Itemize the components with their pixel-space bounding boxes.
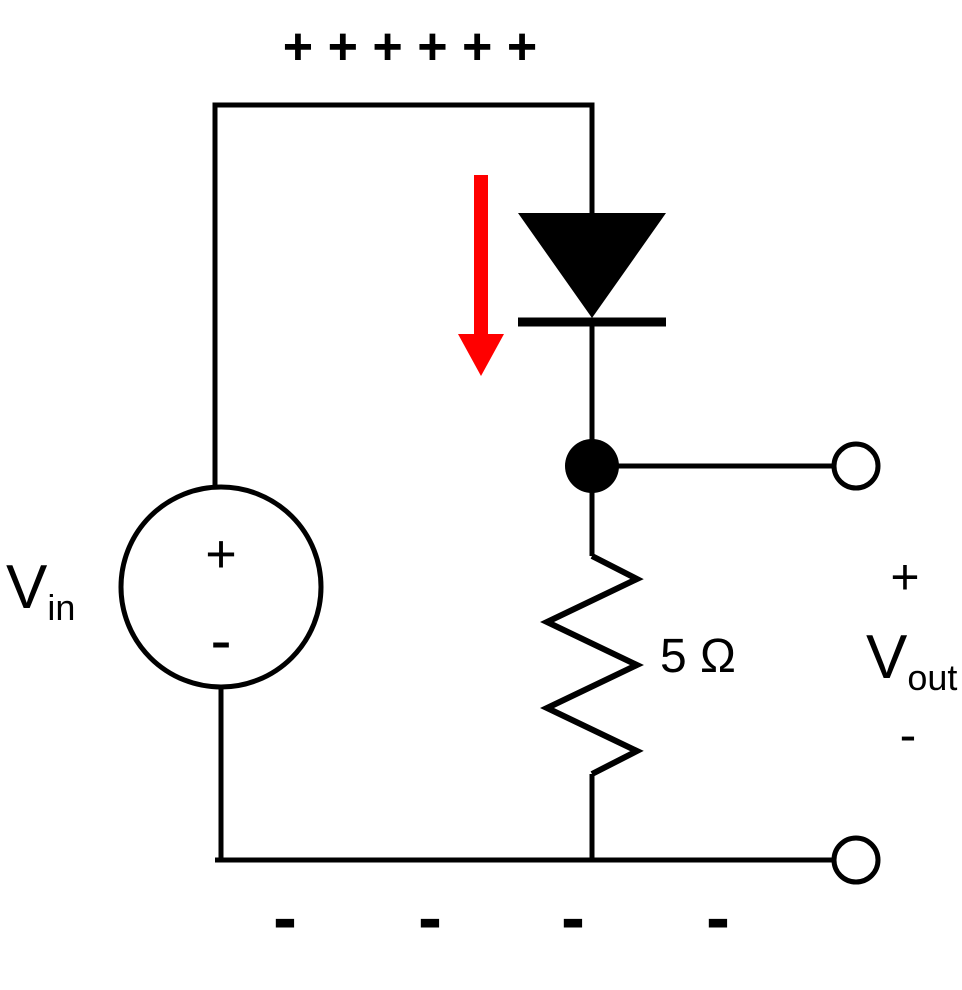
output-terminal-bottom [831, 835, 881, 885]
bottom-minus-3: - [561, 878, 585, 958]
voltage-source-circle [118, 484, 324, 690]
bottom-minus-1: - [273, 878, 297, 958]
source-minus-label: - [210, 604, 231, 676]
output-terminal-top [831, 441, 881, 491]
top-wire [212, 102, 595, 487]
input-voltage-source: + - [118, 484, 324, 690]
resistor-value-label: 5 Ω [660, 630, 736, 683]
junction-dot [565, 439, 619, 493]
diode-triangle [518, 213, 666, 318]
source-plus-label: + [205, 524, 237, 584]
vin-main-text: V [6, 553, 48, 622]
vout-main-text: V [866, 623, 908, 692]
diode [518, 213, 666, 327]
vin-subscript: in [47, 587, 75, 628]
bottom-negative-charges: - - - - [273, 878, 730, 958]
vout-label: Vout [866, 623, 957, 698]
current-arrow-head [458, 334, 504, 376]
vin-label: Vin [6, 553, 75, 628]
top-positive-charges: + + + + + + [283, 18, 537, 76]
bottom-minus-2: - [418, 878, 442, 958]
current-direction-arrow [458, 175, 504, 376]
resistor-zigzag [540, 553, 644, 777]
bottom-minus-4: - [706, 878, 730, 958]
vout-minus-label: - [900, 707, 917, 763]
vout-subscript: out [907, 657, 957, 698]
vout-plus-label: + [890, 549, 919, 605]
